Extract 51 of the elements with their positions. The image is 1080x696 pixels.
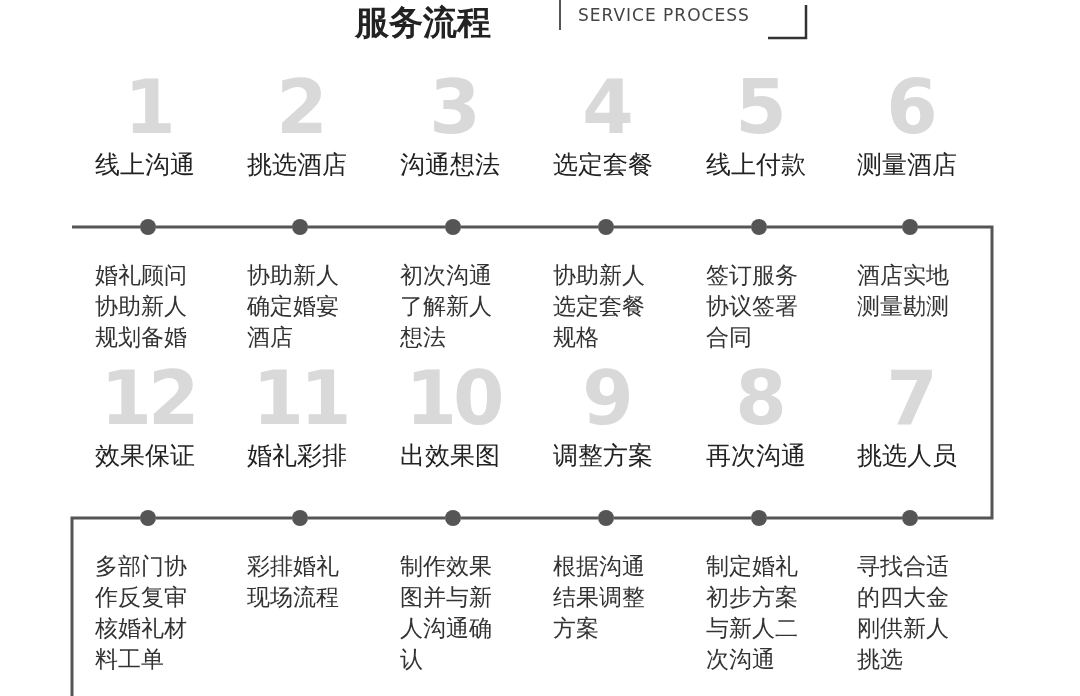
timeline-line <box>308 516 445 520</box>
timeline-line <box>918 225 994 520</box>
step-description: 寻找合适的四大金刚供新人挑选 <box>857 552 950 674</box>
step-description: 酒店实地测量勘测 <box>857 261 950 321</box>
step-description: 协助新人选定套餐规格 <box>553 261 646 352</box>
step-heading: 选定套餐 <box>553 150 653 180</box>
timeline-dot <box>598 510 614 526</box>
step-description: 多部门协作反复审核婚礼材料工单 <box>95 552 188 674</box>
title: 服务流程 <box>355 2 491 42</box>
timeline-line <box>70 516 140 696</box>
timeline-dot <box>140 219 156 235</box>
step-heading: 测量酒店 <box>857 150 957 180</box>
step-heading: 效果保证 <box>95 441 195 471</box>
step-description: 签订服务协议签署合同 <box>706 261 799 352</box>
step-heading: 再次沟通 <box>706 441 806 471</box>
timeline-dot <box>751 510 767 526</box>
timeline-line <box>156 516 292 520</box>
timeline-dot <box>292 510 308 526</box>
timeline-dot <box>751 219 767 235</box>
step-description: 彩排婚礼现场流程 <box>247 552 340 612</box>
timeline-line <box>72 225 140 229</box>
step-heading: 婚礼彩排 <box>247 441 347 471</box>
step-description: 婚礼顾问协助新人规划备婚 <box>95 261 188 352</box>
timeline-line <box>614 225 751 229</box>
step-heading: 挑选人员 <box>857 441 957 471</box>
timeline-line <box>767 225 902 229</box>
step-heading: 沟通想法 <box>400 150 500 180</box>
subtitle: SERVICE PROCESS <box>578 4 750 27</box>
timeline-dot <box>140 510 156 526</box>
timeline-dot <box>292 219 308 235</box>
timeline-dot <box>902 510 918 526</box>
step-description: 协助新人确定婚宴酒店 <box>247 261 340 352</box>
step-description: 初次沟通了解新人想法 <box>400 261 493 352</box>
step-heading: 线上付款 <box>706 150 806 180</box>
timeline-dot <box>445 219 461 235</box>
timeline-line <box>461 516 598 520</box>
timeline-line <box>767 516 902 520</box>
step-heading: 线上沟通 <box>95 150 195 180</box>
step-description: 制作效果图并与新人沟通确认 <box>400 552 493 674</box>
timeline-dot <box>598 219 614 235</box>
timeline-line <box>614 516 751 520</box>
timeline-line <box>156 225 292 229</box>
step-heading: 挑选酒店 <box>247 150 347 180</box>
step-heading: 调整方案 <box>553 441 653 471</box>
timeline-dot <box>445 510 461 526</box>
step-heading: 出效果图 <box>400 441 500 471</box>
timeline-dot <box>902 219 918 235</box>
timeline-line <box>461 225 598 229</box>
timeline-line <box>308 225 445 229</box>
step-description: 制定婚礼初步方案与新人二次沟通 <box>706 552 799 674</box>
step-description: 根据沟通结果调整方案 <box>553 552 646 643</box>
